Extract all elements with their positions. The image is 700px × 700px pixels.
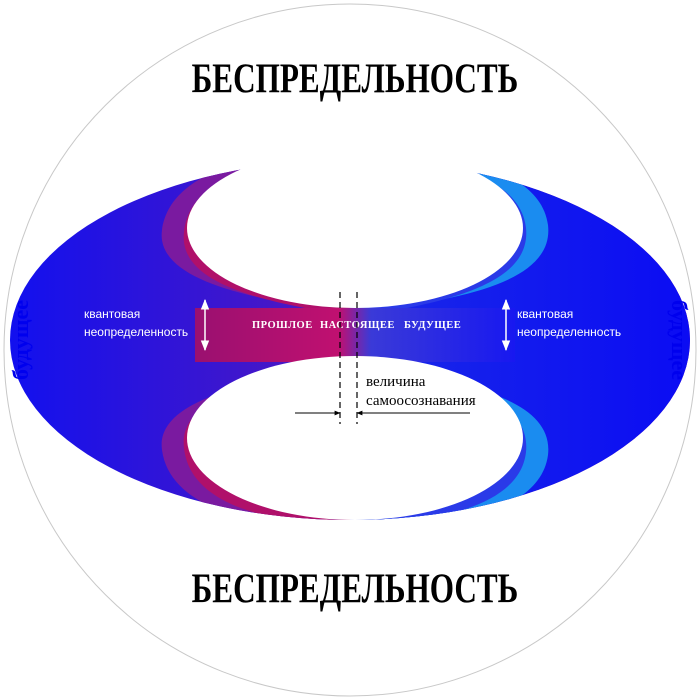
lower-void	[187, 356, 523, 520]
measure-label-2: самоосознавания	[366, 393, 476, 409]
future-label-right: будущее	[667, 300, 692, 380]
right-uncertainty-label-2: неопределенность	[517, 325, 621, 339]
band-label-past: ПРОШЛОЕ	[252, 320, 313, 331]
measure-label-1: величина	[366, 374, 426, 390]
band-label-future: БУДУЩЕЕ	[404, 320, 461, 331]
future-label-left: будущее	[8, 300, 33, 380]
center-band	[195, 308, 515, 362]
left-uncertainty-label-1: квантовая	[84, 307, 140, 321]
left-uncertainty-label-2: неопределенность	[84, 325, 188, 339]
title-bottom: БЕСПРЕДЕЛЬНОСТЬ	[192, 566, 519, 613]
upper-void	[187, 148, 523, 308]
title-top: БЕСПРЕДЕЛЬНОСТЬ	[192, 56, 519, 103]
right-uncertainty-label-1: квантовая	[517, 307, 573, 321]
